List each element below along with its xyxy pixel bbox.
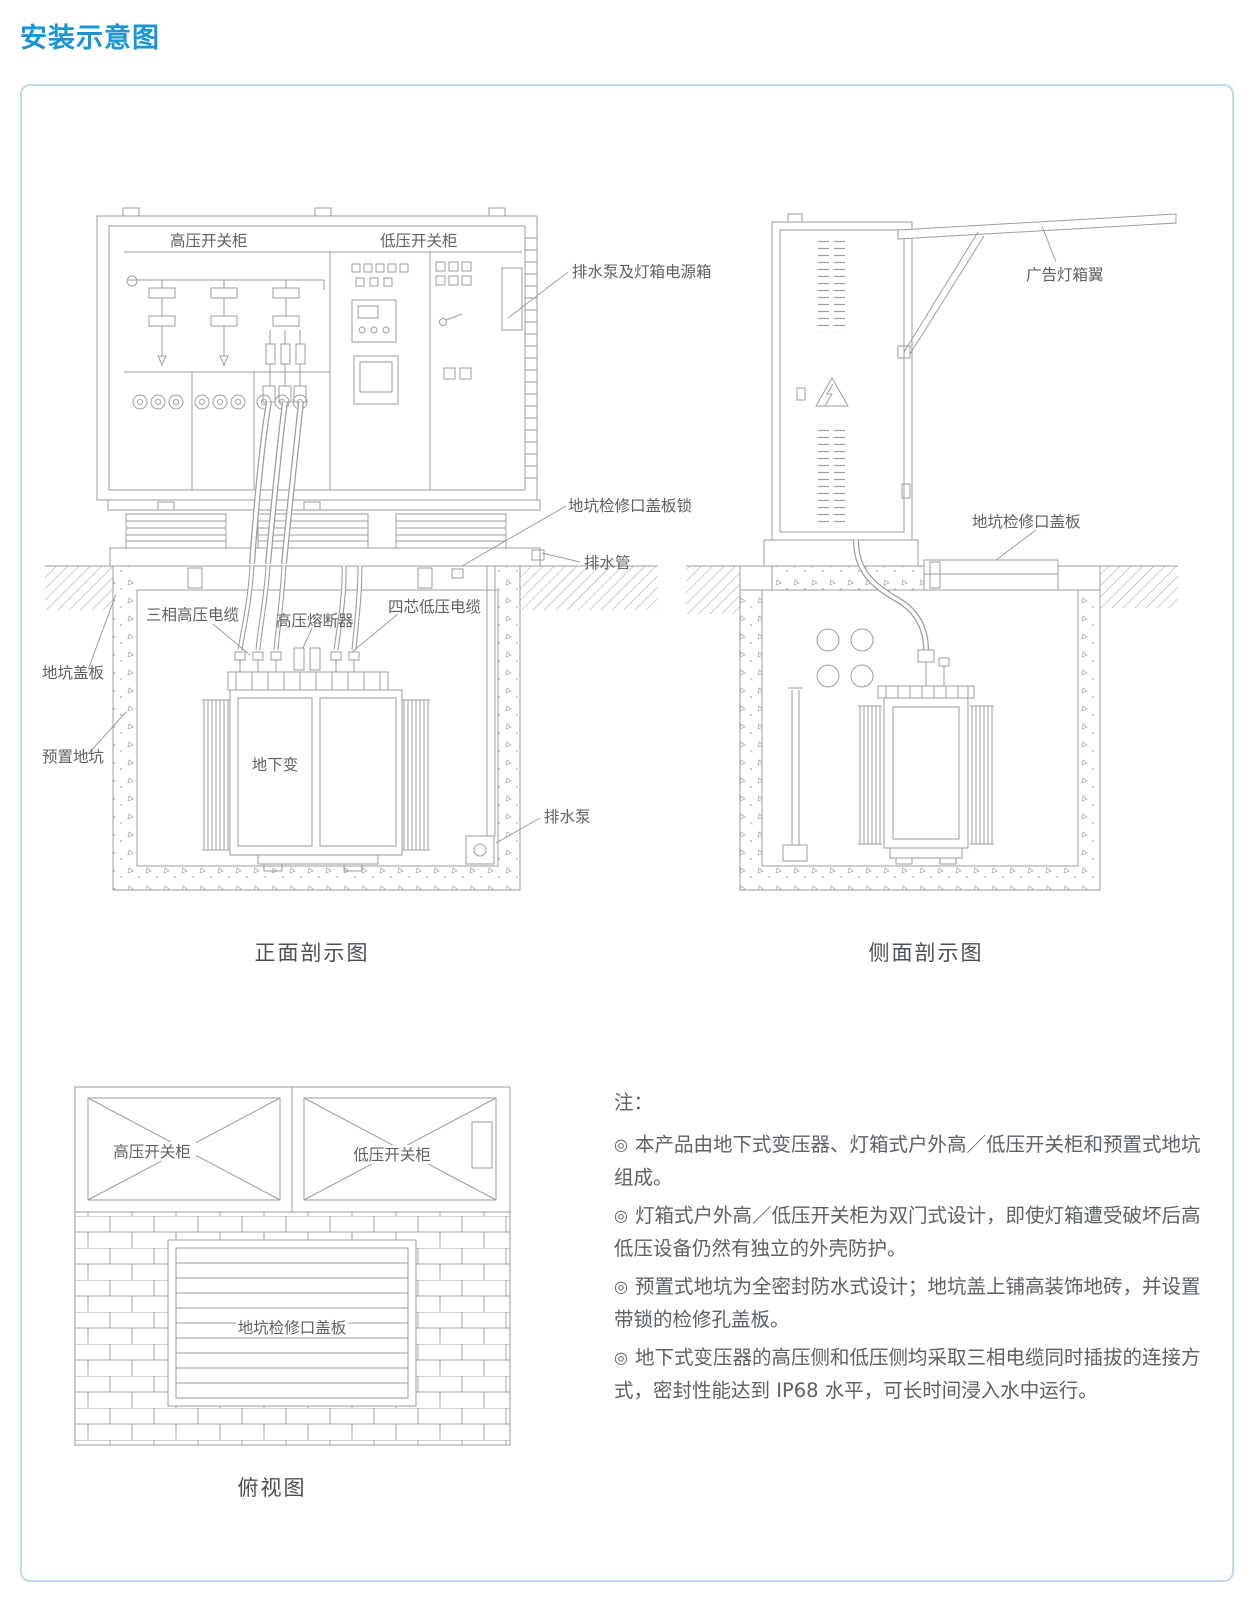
top-labels: 高压开关柜 低压开关柜 地坑检修口盖板 俯视图 [113, 1143, 431, 1500]
side-view-caption: 侧面剖示图 [869, 941, 984, 965]
top-label-lv-cabinet: 低压开关柜 [353, 1146, 431, 1164]
notes-section: 注： ◎本产品由地下式变压器、灯箱式户外高／低压开关柜和预置式地坑 组成。 ◎灯… [614, 1086, 1212, 1412]
note-bullet-icon: ◎ [614, 1205, 628, 1225]
lightning-warning-icon [815, 376, 849, 407]
side-cable-glands [816, 628, 874, 688]
front-label-hv-cable: 三相高压电缆 [146, 606, 239, 624]
top-view-drawing [74, 1086, 511, 1446]
note-item-3: ◎预置式地坑为全密封防水式设计；地坑盖上铺高装饰地砖，并设置带锁的检修孔盖板。 [614, 1270, 1212, 1337]
front-base [107, 499, 545, 567]
front-transformer [202, 647, 430, 872]
front-label-lv-cabinet: 低压开关柜 [380, 232, 458, 250]
front-label-cover-lock: 地坑检修口盖板锁 [568, 497, 692, 515]
front-cables [237, 401, 363, 651]
side-cabinet [763, 213, 919, 567]
note-text-2: 灯箱式户外高／低压开关柜为双门式设计，即使灯箱遭受破坏后高低压设备仍然有独立的外… [614, 1203, 1201, 1261]
note-text-1: 本产品由地下式变压器、灯箱式户外高／低压开关柜和预置式地坑 组成。 [614, 1132, 1201, 1190]
drain-fitting-shape [531, 549, 545, 561]
front-leader-lines [87, 271, 581, 844]
top-label-backings [108, 1142, 436, 1337]
front-cable-plugs [262, 330, 307, 403]
front-label-drain-pipe: 排水管 [584, 554, 631, 572]
notes-heading: 注： [614, 1091, 654, 1114]
front-label-hv-cabinet: 高压开关柜 [170, 232, 248, 250]
side-drain-pipe [782, 687, 808, 862]
note-item-1: ◎本产品由地下式变压器、灯箱式户外高／低压开关柜和预置式地坑 组成。 [614, 1128, 1212, 1195]
front-label-pump-power-box: 排水泵及灯箱电源箱 [572, 263, 712, 281]
side-pit [739, 559, 1101, 891]
top-label-hv-cabinet: 高压开关柜 [113, 1143, 191, 1161]
front-label-underground-transformer: 地下变 [252, 756, 299, 774]
drain-pump-shape [465, 835, 495, 865]
front-hv-switchgear [124, 275, 330, 490]
front-labels: 高压开关柜 低压开关柜 排水泵及灯箱电源箱 地坑检修口盖板锁 排水管 三相高压电… [42, 232, 712, 965]
note-item-4: ◎地下式变压器的高压侧和低压侧均采取三相电缆同时插拔的连接方式，密封性能达到 I… [614, 1341, 1212, 1408]
cover-lock-shape [451, 568, 464, 579]
pump-power-box-shape [501, 267, 523, 331]
front-label-pit-cover: 地坑盖板 [42, 664, 104, 682]
hv-fuse-shape [293, 647, 305, 671]
front-lv-switchgear [351, 261, 523, 405]
top-label-pit-access-cover: 地坑检修口盖板 [238, 1319, 347, 1337]
note-bullet-icon: ◎ [614, 1347, 628, 1367]
note-bullet-icon: ◎ [614, 1134, 628, 1154]
front-label-prefab-pit: 预置地坑 [42, 748, 104, 766]
side-ad-lightbox-wing [897, 213, 1177, 359]
page-title: 安装示意图 [20, 23, 160, 54]
note-bullet-icon: ◎ [614, 1276, 628, 1296]
front-view-drawing [45, 207, 658, 891]
side-leader-lines [995, 225, 1057, 561]
side-labels: 广告灯箱翼 地坑检修口盖板 侧面剖示图 [869, 266, 1104, 965]
pit-access-cover-shape [923, 559, 1059, 591]
front-drain [465, 566, 496, 865]
note-text-4: 地下式变压器的高压侧和低压侧均采取三相电缆同时插拔的连接方式，密封性能达到 IP… [614, 1345, 1201, 1403]
front-cabinet [96, 207, 538, 501]
note-text-3: 预置式地坑为全密封防水式设计；地坑盖上铺高装饰地砖，并设置带锁的检修孔盖板。 [614, 1274, 1201, 1332]
note-item-2: ◎灯箱式户外高／低压开关柜为双门式设计，即使灯箱遭受破坏后高低压设备仍然有独立的… [614, 1199, 1212, 1266]
side-transformer [858, 685, 994, 865]
front-pit [112, 565, 521, 891]
top-view-caption: 俯视图 [238, 1476, 307, 1500]
side-label-pit-access-cover: 地坑检修口盖板 [972, 513, 1081, 531]
front-label-lv-cable: 四芯低压电缆 [388, 598, 481, 616]
side-view-drawing [686, 213, 1178, 891]
front-label-hv-fuse: 高压熔断器 [276, 612, 354, 630]
front-view-caption: 正面剖示图 [255, 941, 370, 965]
lightning-bolt-icon [824, 383, 834, 407]
side-cable [853, 539, 950, 686]
hv-fuse-shape [309, 647, 321, 671]
side-label-ad-lightbox-wing: 广告灯箱翼 [1026, 266, 1104, 284]
front-label-drain-pump: 排水泵 [544, 808, 591, 826]
